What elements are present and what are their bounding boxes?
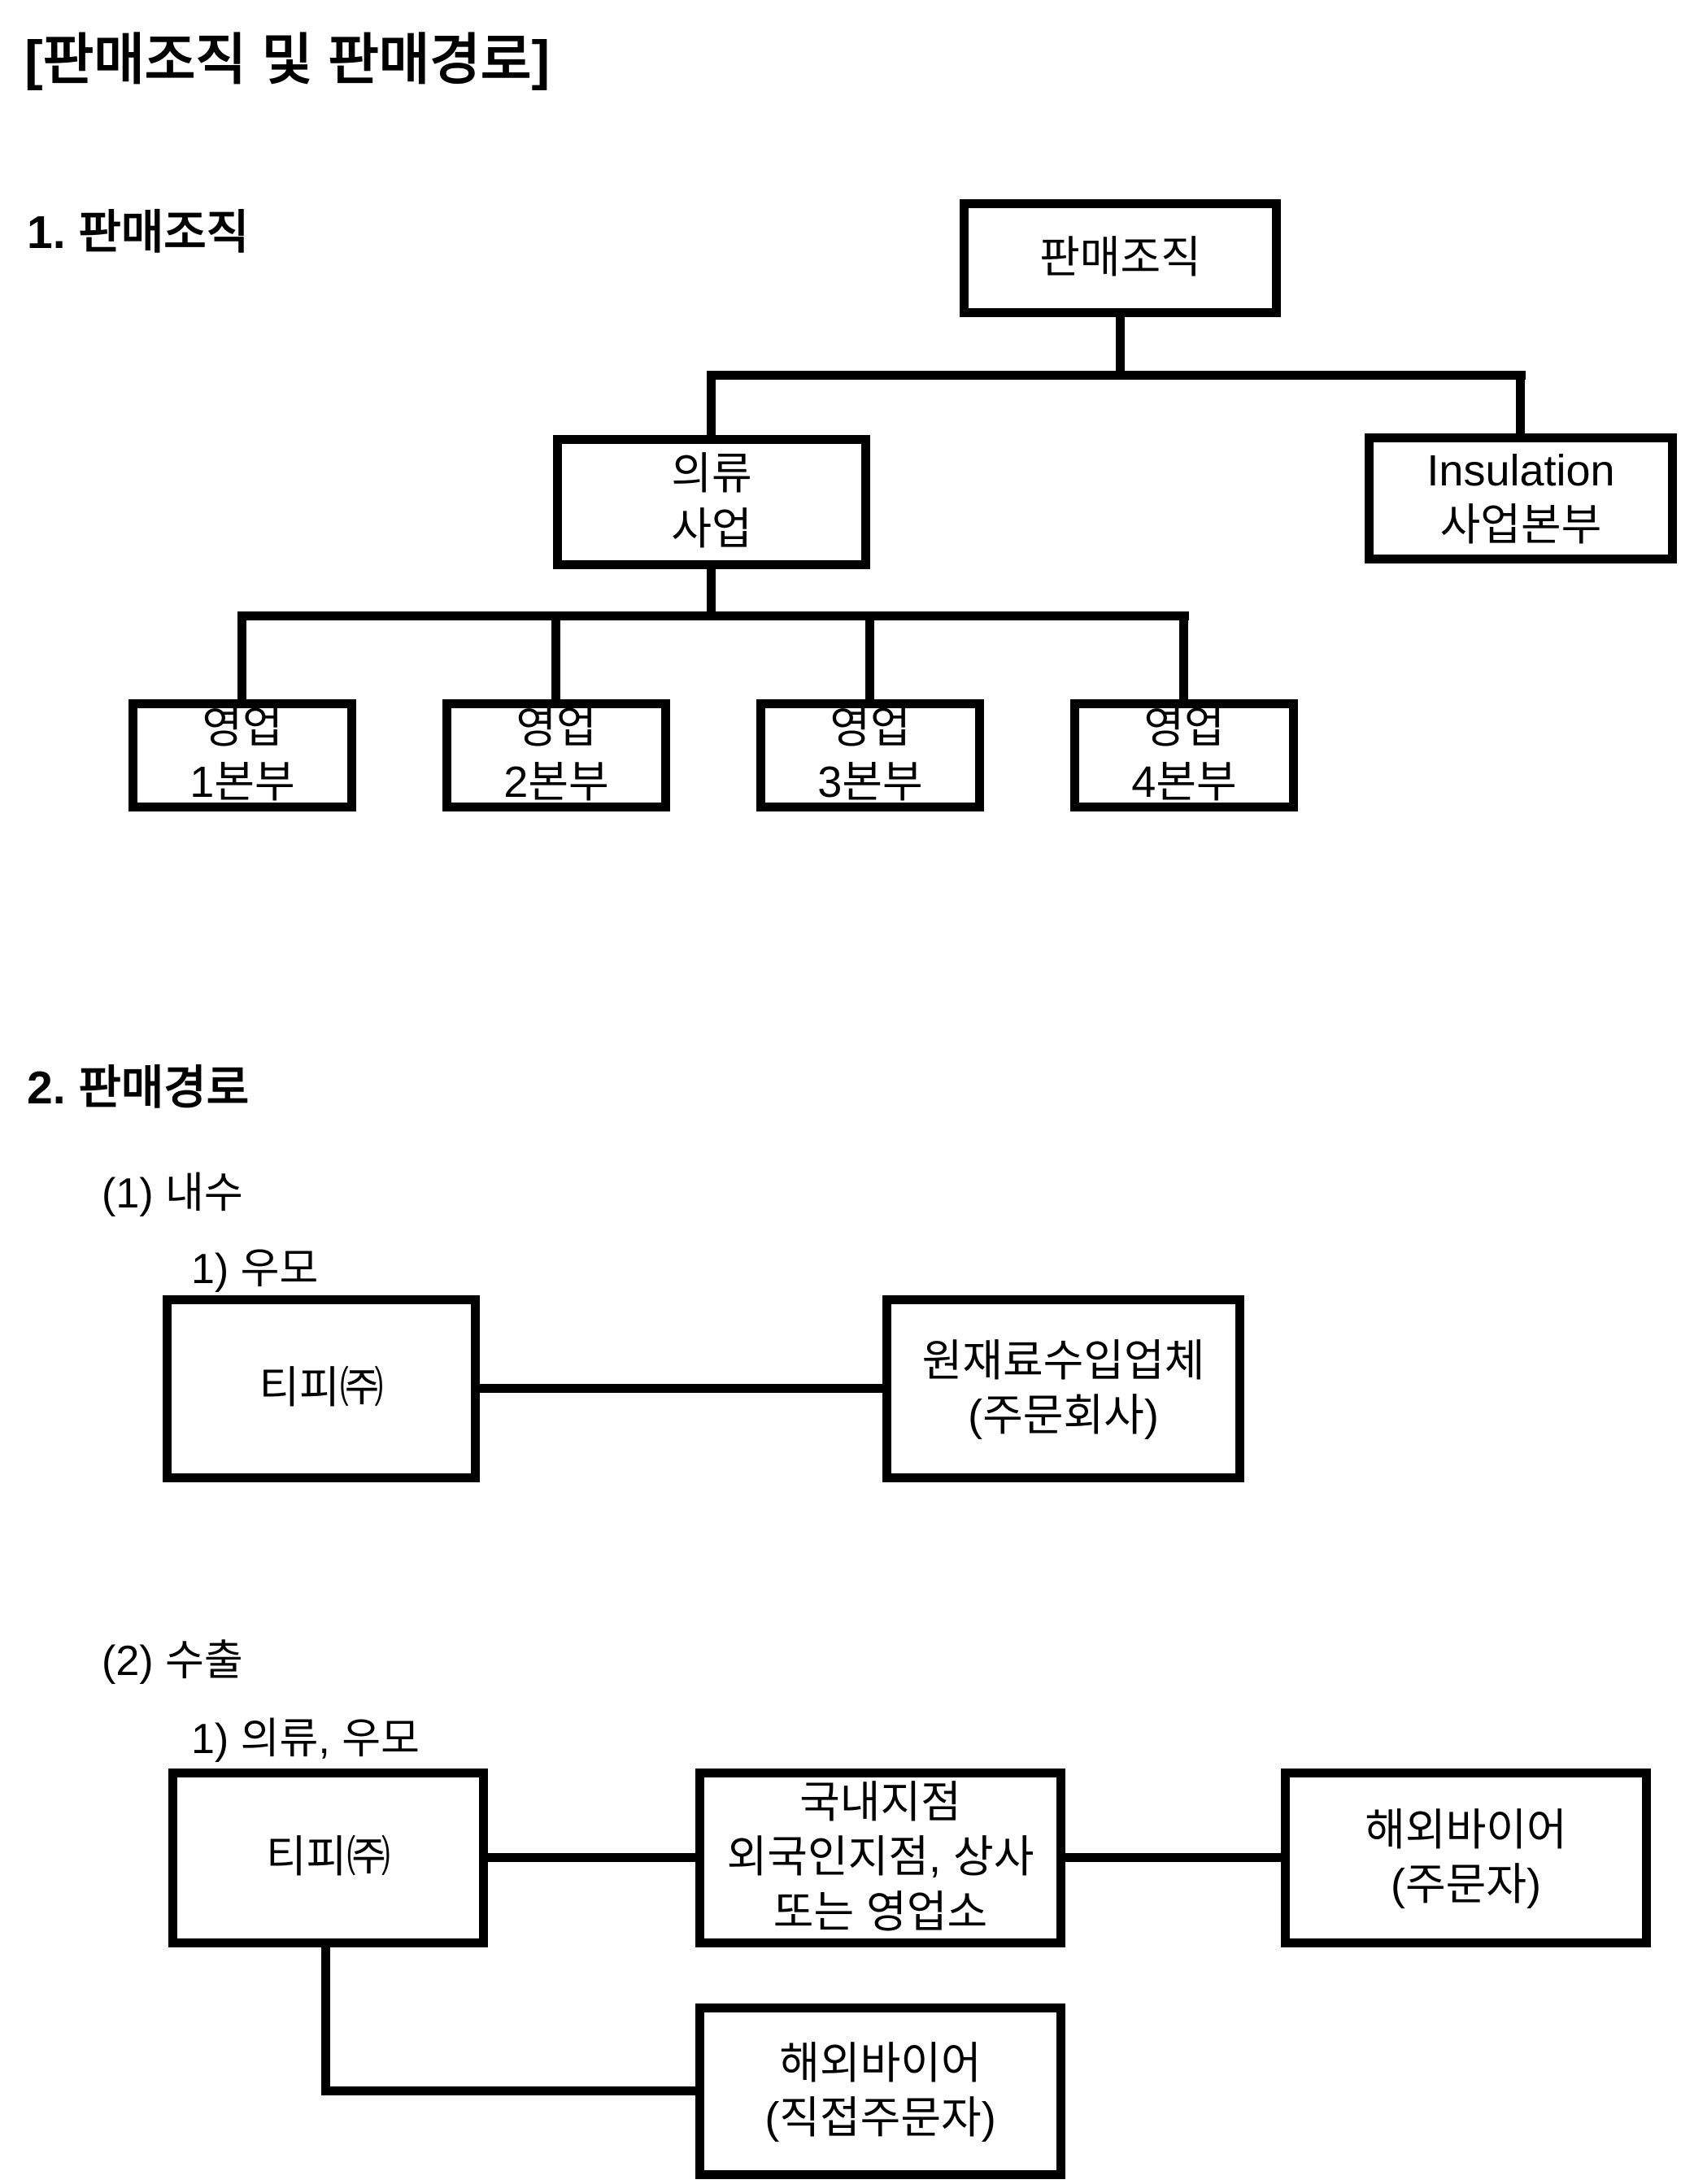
section2-heading: 2. 판매경로 bbox=[27, 1062, 250, 1114]
org-insulation-drop-line bbox=[1516, 371, 1525, 434]
export-branch-buyer-connector-line bbox=[1065, 1853, 1281, 1862]
org-level1-hline bbox=[707, 371, 1526, 380]
domestic-label: (1) 내수 bbox=[102, 1170, 243, 1217]
org-insulation-box: Insulation 사업본부 bbox=[1365, 433, 1677, 563]
org-sales3-box: 영업 3본부 bbox=[756, 699, 984, 811]
export-elbow-hline bbox=[321, 2086, 695, 2095]
org-sales2-drop-line bbox=[551, 611, 560, 699]
org-root-stub-line bbox=[1116, 317, 1125, 380]
org-sales4-drop-line bbox=[1179, 611, 1188, 699]
org-sales4-box: 영업 4본부 bbox=[1070, 699, 1298, 811]
org-sales1-box: 영업 1본부 bbox=[128, 699, 356, 811]
domestic-importer-box: 원재료수입업체 (주문회사) bbox=[882, 1295, 1244, 1482]
domestic-connector-line bbox=[480, 1384, 882, 1393]
org-apparel-stub-line bbox=[707, 569, 716, 620]
export-company-box: 티피㈜ bbox=[168, 1769, 488, 1947]
export-sublabel: 1) 의류, 우모 bbox=[191, 1716, 420, 1763]
page-title: [판매조직 및 판매경로] bbox=[24, 29, 551, 91]
org-root-box: 판매조직 bbox=[960, 199, 1281, 317]
org-sales2-box: 영업 2본부 bbox=[442, 699, 670, 811]
org-level2-hline bbox=[237, 611, 1189, 620]
org-apparel-drop-line bbox=[707, 371, 716, 436]
domestic-sublabel: 1) 우모 bbox=[191, 1246, 319, 1293]
org-apparel-box: 의류 사업 bbox=[553, 435, 870, 569]
org-sales3-drop-line bbox=[865, 611, 874, 699]
export-company-branch-connector-line bbox=[488, 1853, 695, 1862]
export-direct-buyer-box: 해외바이어 (직접주문자) bbox=[695, 2003, 1065, 2179]
org-sales1-drop-line bbox=[237, 611, 246, 699]
export-overseas-buyer-box: 해외바이어 (주문자) bbox=[1281, 1769, 1651, 1947]
export-elbow-vline bbox=[321, 1947, 330, 2095]
section1-heading: 1. 판매조직 bbox=[27, 207, 250, 259]
domestic-company-box: 티피㈜ bbox=[163, 1295, 480, 1482]
export-branch-box: 국내지점 외국인지점, 상사 또는 영업소 bbox=[695, 1769, 1065, 1947]
export-label: (2) 수출 bbox=[102, 1638, 243, 1685]
